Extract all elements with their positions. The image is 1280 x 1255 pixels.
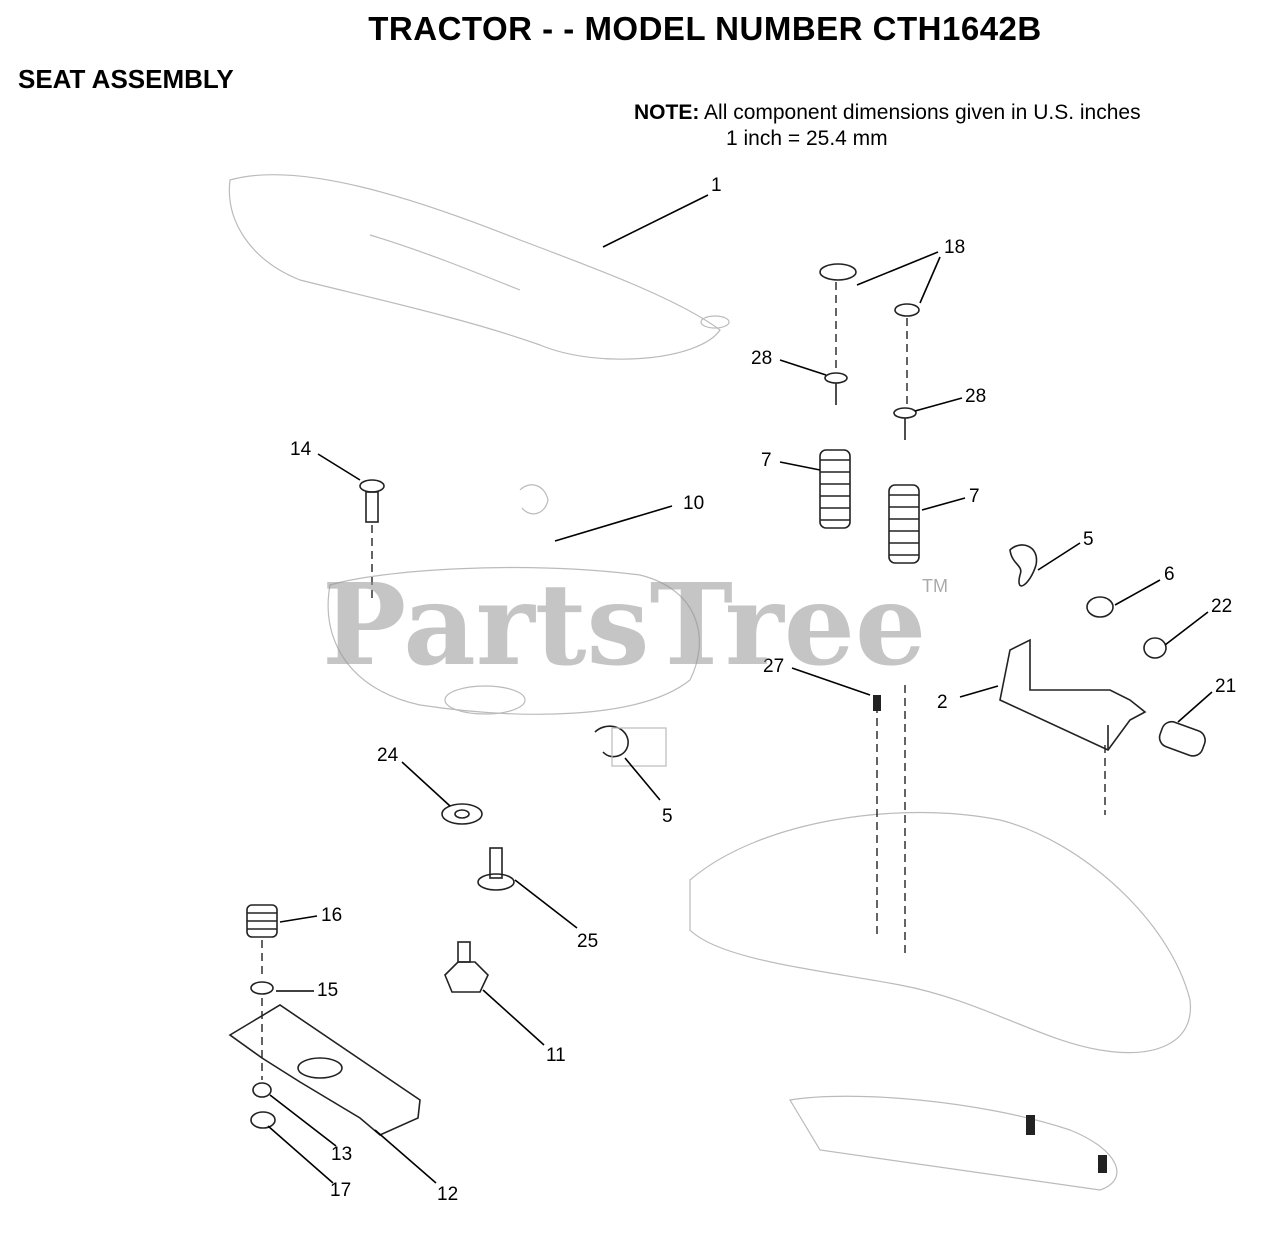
callout-12: 12 bbox=[437, 1184, 458, 1205]
note-label: NOTE: bbox=[634, 101, 700, 124]
callout-14: 14 bbox=[290, 439, 312, 460]
note-line-1: All component dimensions given in U.S. i… bbox=[704, 101, 1141, 124]
leader-21 bbox=[1177, 691, 1213, 723]
callout-5: 5 bbox=[662, 806, 673, 827]
clip-part-5-lower bbox=[594, 725, 667, 767]
trademark-symbol: TM bbox=[922, 576, 948, 596]
callout-27: 27 bbox=[763, 656, 784, 677]
callout-6: 6 bbox=[1164, 564, 1175, 585]
bracket-part-2 bbox=[999, 638, 1147, 752]
callout-16: 16 bbox=[321, 905, 342, 926]
knob-part-21 bbox=[1158, 720, 1206, 757]
spring-part-7 bbox=[819, 449, 920, 564]
leader-22 bbox=[1164, 611, 1209, 646]
leader-16 bbox=[279, 915, 318, 923]
leader-11 bbox=[482, 989, 545, 1046]
note-line-2: 1 inch = 25.4 mm bbox=[726, 127, 888, 150]
plate-part-12 bbox=[228, 1004, 421, 1136]
callout-24: 24 bbox=[377, 745, 399, 766]
seat-plate-part bbox=[327, 484, 700, 715]
callout-2: 2 bbox=[937, 692, 948, 713]
spring-part-16 bbox=[246, 904, 278, 938]
callout-5: 5 bbox=[1083, 529, 1094, 550]
leader-28b bbox=[914, 397, 963, 412]
callout-11: 11 bbox=[546, 1045, 566, 1066]
callout-10: 10 bbox=[683, 493, 704, 514]
leader-5a bbox=[1037, 542, 1081, 571]
bumper-part-18 bbox=[819, 263, 920, 317]
nut-part-13 bbox=[252, 1082, 272, 1098]
dimension-note: NOTE: All component dimensions given in … bbox=[634, 100, 1141, 152]
frame-part bbox=[689, 811, 1192, 1191]
leader-2 bbox=[959, 685, 999, 698]
bolt-part-28 bbox=[824, 372, 917, 440]
clip-part-5-upper bbox=[1009, 544, 1038, 587]
callout-17: 17 bbox=[330, 1180, 351, 1201]
callout-7: 7 bbox=[761, 450, 772, 471]
leader-5b bbox=[624, 757, 661, 801]
bolt-part-25 bbox=[477, 847, 515, 891]
washer-part-24 bbox=[441, 803, 483, 825]
washer-part-17 bbox=[250, 1111, 276, 1129]
leader-25 bbox=[514, 879, 578, 929]
callout-25: 25 bbox=[577, 931, 598, 952]
callout-1: 1 bbox=[711, 175, 722, 196]
leader-18a bbox=[856, 251, 939, 286]
leader-10 bbox=[554, 505, 673, 542]
washer-part-15 bbox=[250, 981, 274, 995]
leader-12 bbox=[374, 1129, 437, 1184]
pin-part-27 bbox=[873, 695, 881, 711]
callout-22: 22 bbox=[1211, 596, 1232, 617]
leader-1 bbox=[602, 194, 709, 248]
page-title: TRACTOR - - MODEL NUMBER CTH1642B bbox=[368, 10, 1042, 47]
callout-18: 18 bbox=[944, 237, 965, 258]
leader-7b bbox=[921, 497, 966, 511]
leader-7a bbox=[779, 461, 821, 471]
leader-17 bbox=[267, 1125, 334, 1184]
leader-27 bbox=[791, 667, 871, 696]
leader-14 bbox=[317, 453, 361, 481]
callout-15: 15 bbox=[317, 980, 338, 1001]
leader-28a bbox=[779, 359, 827, 376]
nut-part-6 bbox=[1086, 596, 1114, 618]
bushing-part-22 bbox=[1143, 637, 1167, 659]
callout-21: 21 bbox=[1215, 676, 1236, 697]
seat-part bbox=[228, 174, 730, 360]
callout-13: 13 bbox=[331, 1144, 352, 1165]
bolt-part-14 bbox=[359, 479, 385, 523]
part-11 bbox=[444, 941, 489, 993]
callout-7: 7 bbox=[969, 486, 980, 507]
section-title: SEAT ASSEMBLY bbox=[18, 64, 234, 94]
callout-28: 28 bbox=[751, 348, 772, 369]
callout-28: 28 bbox=[965, 386, 986, 407]
leader-13 bbox=[269, 1094, 337, 1147]
leader-18b bbox=[919, 256, 941, 304]
leader-24 bbox=[401, 761, 451, 807]
frame-bolt bbox=[1098, 1155, 1107, 1173]
partstree-watermark: PartsTree bbox=[322, 560, 927, 691]
frame-bolt bbox=[1026, 1115, 1035, 1135]
leader-6 bbox=[1114, 579, 1161, 606]
